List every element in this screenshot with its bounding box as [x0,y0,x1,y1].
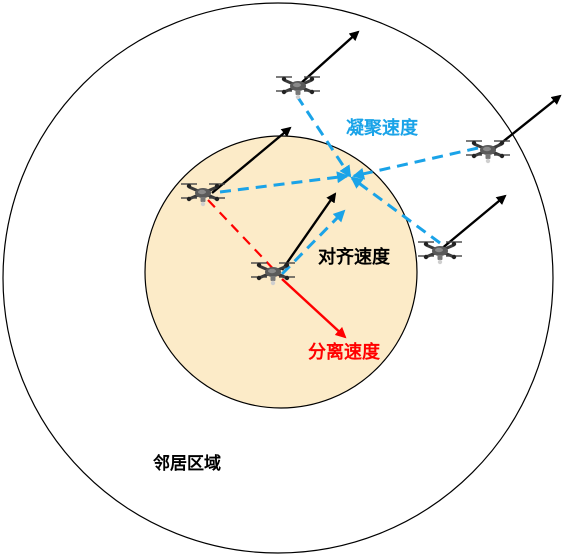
cohesion-velocity-label: 凝聚速度 [346,118,418,139]
cohesion-line-top [295,95,352,178]
cohesion-line-right [352,146,479,180]
velocity-arrow-lower-right [439,194,507,251]
velocity-arrow-top [299,30,360,85]
cohesion-line-center [280,209,346,276]
alignment-arrow [281,192,337,271]
cohesion-lines [219,95,479,276]
separation-dashed-line [207,199,281,277]
cohesion-line-left [219,171,349,194]
cohesion-line-lower-right [350,176,441,245]
alignment-velocity-label: 对齐速度 [318,247,390,268]
velocity-arrow-left [211,126,292,194]
separation-arrow [281,278,347,339]
neighbor-region-label: 邻居区域 [153,454,221,474]
separation-velocity-label: 分离速度 [308,342,380,363]
